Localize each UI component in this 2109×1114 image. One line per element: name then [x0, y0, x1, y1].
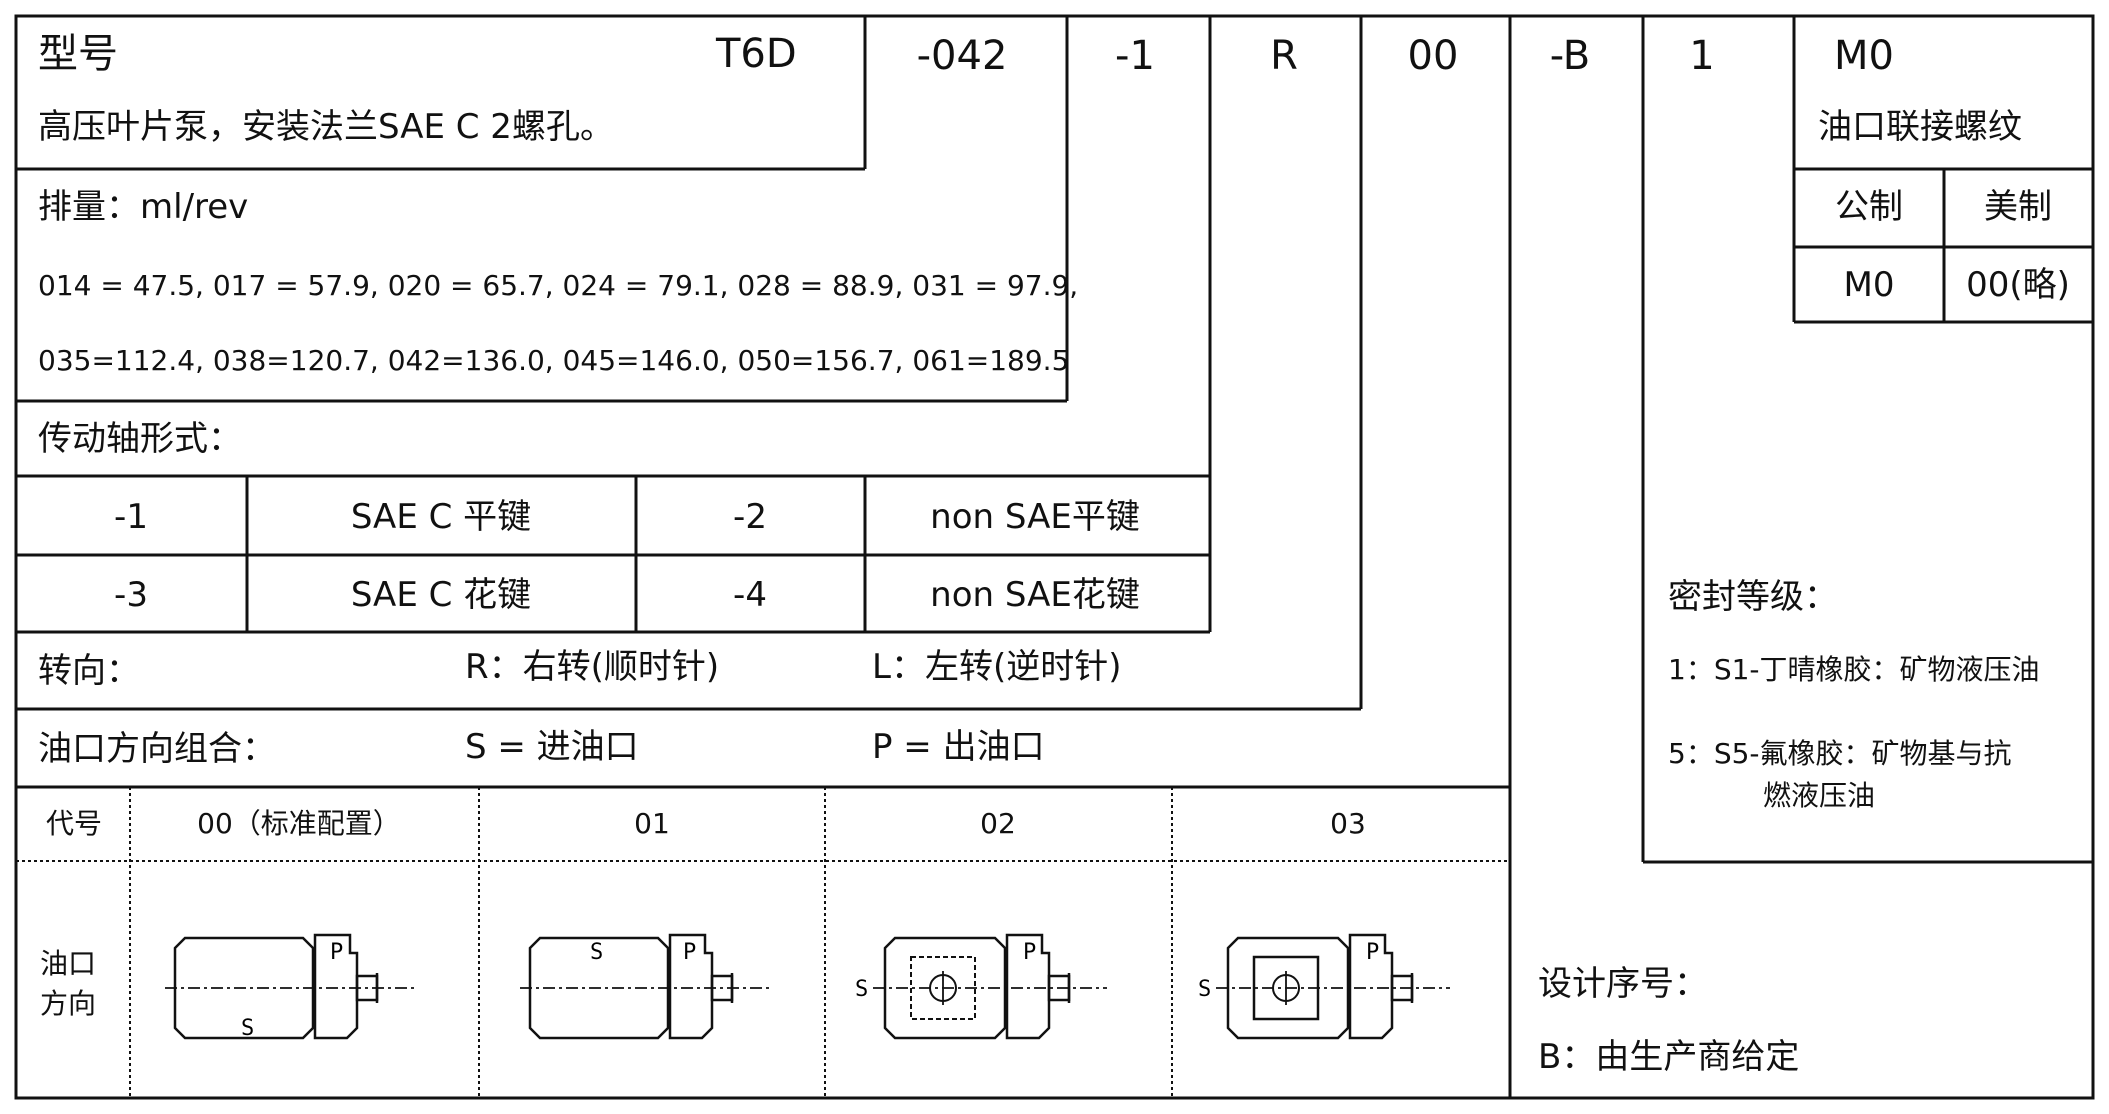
seal-title: 密封等级： [1668, 577, 1838, 617]
code-thread: M0 [1834, 33, 1894, 79]
port-direction-label: 油口 [40, 947, 97, 980]
port-table-column-header: 01 [634, 807, 670, 840]
code-rotation: R [1270, 33, 1298, 79]
rotation-title: 转向： [38, 651, 140, 691]
port-table-column-header: 02 [980, 807, 1016, 840]
thread-metric-header: 公制 [1835, 187, 1903, 227]
rotation-right: R：右转(顺时针) [465, 647, 720, 687]
code-shaft: -1 [1115, 33, 1155, 79]
thread-us-value: 00(略) [1966, 265, 2070, 305]
suction-port-marker: S [590, 940, 603, 965]
shaft-desc: non SAE平键 [930, 497, 1140, 537]
shaft-title: 传动轴形式： [38, 419, 242, 459]
pressure-port-label: P = 出油口 [872, 727, 1045, 767]
shaft-code: -2 [733, 497, 767, 537]
shaft-desc: SAE C 平键 [350, 497, 532, 537]
model-description: 高压叶片泵，安装法兰SAE C 2螺孔。 [38, 107, 614, 147]
pressure-port-marker: P [330, 940, 343, 965]
suction-port-marker: S [241, 1016, 254, 1041]
port-direction-label: 方向 [40, 987, 97, 1020]
shaft-desc: SAE C 花键 [350, 575, 532, 615]
code-displacement: -042 [916, 33, 1008, 79]
port-table-code-header: 代号 [45, 807, 103, 840]
port-config-02-diagram: P S [855, 933, 1107, 1040]
shaft-code: -1 [114, 497, 148, 537]
model-label: 型号 [38, 31, 118, 77]
seal-option-1: 1：S1-丁晴橡胶：矿物液压油 [1668, 653, 2040, 686]
shaft-code: -4 [733, 575, 767, 615]
port-config-00-diagram: P S [165, 933, 415, 1041]
code-design: -B [1549, 33, 1591, 79]
design-title: 设计序号： [1538, 964, 1708, 1004]
model-value: T6D [716, 31, 797, 77]
suction-port-marker: S [855, 977, 868, 1002]
pressure-port-marker: P [1023, 940, 1036, 965]
thread-us-header: 美制 [1984, 187, 2052, 227]
displacement-line-1: 014 = 47.5, 017 = 57.9, 020 = 65.7, 024 … [38, 269, 1079, 302]
shaft-code: -3 [114, 575, 148, 615]
suction-port-label: S = 进油口 [465, 727, 639, 767]
port-combo-title: 油口方向组合： [38, 729, 276, 769]
pressure-port-marker: P [1366, 940, 1379, 965]
code-seal: 1 [1689, 33, 1715, 79]
shaft-desc: non SAE花键 [930, 575, 1140, 615]
design-value: B：由生产商给定 [1538, 1037, 1800, 1077]
thread-title: 油口联接螺纹 [1818, 107, 2022, 147]
port-config-01-diagram: P S [520, 933, 770, 1040]
port-config-03-diagram: P S [1198, 933, 1450, 1040]
seal-option-5: 5：S5-氟橡胶：矿物基与抗 [1668, 737, 2012, 770]
port-table-column-header: 00（标准配置） [197, 807, 401, 840]
pressure-port-marker: P [683, 940, 696, 965]
seal-option-5-cont: 燃液压油 [1763, 779, 1876, 812]
rotation-left: L：左转(逆时针) [872, 647, 1122, 687]
thread-metric-value: M0 [1843, 265, 1895, 305]
code-port-combo: 00 [1407, 33, 1459, 79]
port-table-column-header: 03 [1330, 807, 1366, 840]
suction-port-marker: S [1198, 977, 1211, 1002]
displacement-title: 排量：ml/rev [38, 187, 249, 227]
displacement-line-2: 035=112.4, 038=120.7, 042=136.0, 045=146… [38, 344, 1070, 377]
